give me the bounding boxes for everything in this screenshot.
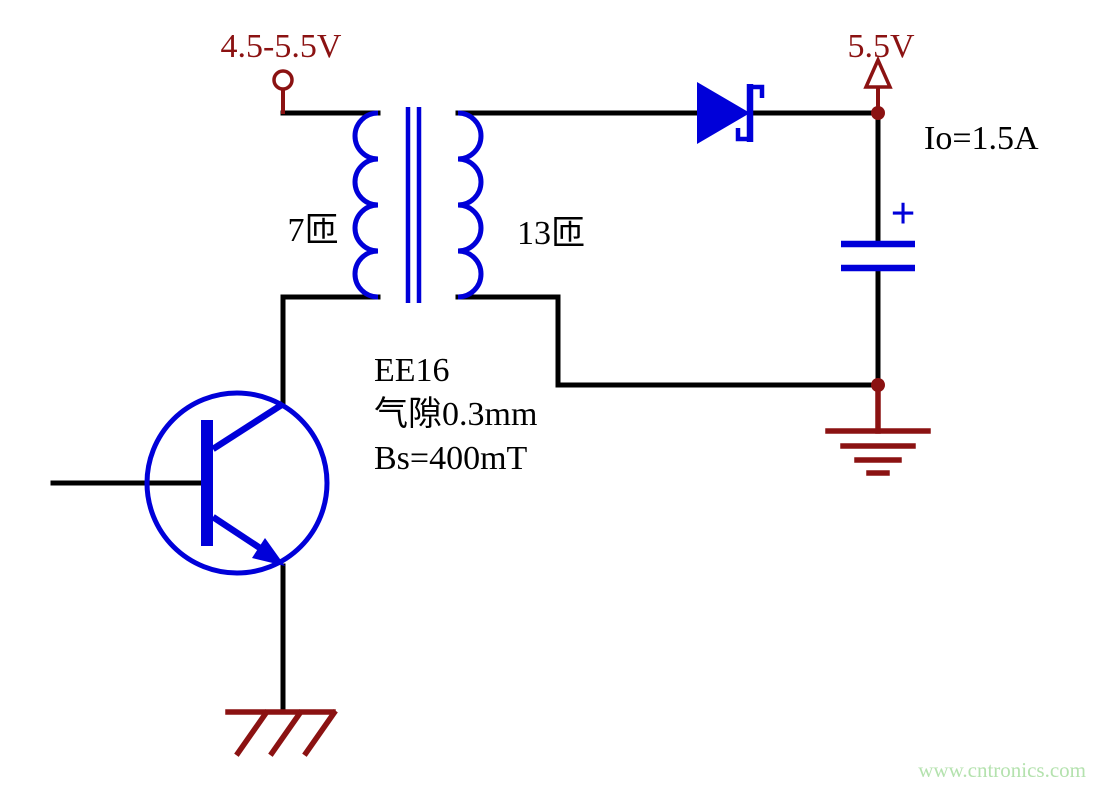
junction-dot: [871, 378, 885, 392]
diode-anode-triangle: [697, 82, 750, 144]
npn-transistor-icon: [144, 390, 330, 576]
junction-dot: [871, 106, 885, 120]
air-gap-label: 气隙0.3mm: [374, 395, 537, 433]
output-current-label: Io=1.5A: [924, 120, 1039, 157]
transformer-core: [405, 107, 422, 303]
input-voltage-label: 4.5-5.5V: [221, 28, 342, 65]
wire: [280, 294, 381, 407]
primary-turns-label: 7匝: [288, 212, 339, 249]
transistor-emitter: [211, 514, 268, 555]
transistor-emitter-arrow: [252, 538, 285, 566]
input-terminal-icon: [272, 69, 294, 114]
wires: [50, 110, 881, 715]
secondary-winding: [457, 110, 484, 300]
ground-bars: [825, 428, 931, 476]
diode-icon: [697, 82, 765, 144]
diode-cathode-hooks: [735, 84, 765, 142]
wire: [455, 294, 881, 388]
secondary-turns-label: 13匝: [517, 215, 585, 252]
capacitor-plus-label: +: [890, 189, 915, 238]
transformer-icon: [352, 107, 484, 303]
output-arrow-icon: [863, 55, 893, 112]
output-voltage-label: 5.5V: [847, 28, 915, 65]
watermark: www.cntronics.com: [918, 758, 1086, 782]
capacitor-icon: +: [841, 189, 916, 272]
flux-density-label: Bs=400mT: [374, 440, 528, 477]
ground-hatch: [234, 709, 338, 757]
transistor-body: [144, 390, 330, 576]
terminal-circle: [272, 69, 294, 91]
transistor-base-bar: [201, 420, 213, 546]
primary-winding: [352, 110, 379, 300]
output-ground-icon: [825, 389, 931, 476]
emitter-ground-icon: [225, 709, 338, 757]
core-type-label: EE16: [374, 352, 450, 389]
transistor-collector: [211, 401, 285, 452]
